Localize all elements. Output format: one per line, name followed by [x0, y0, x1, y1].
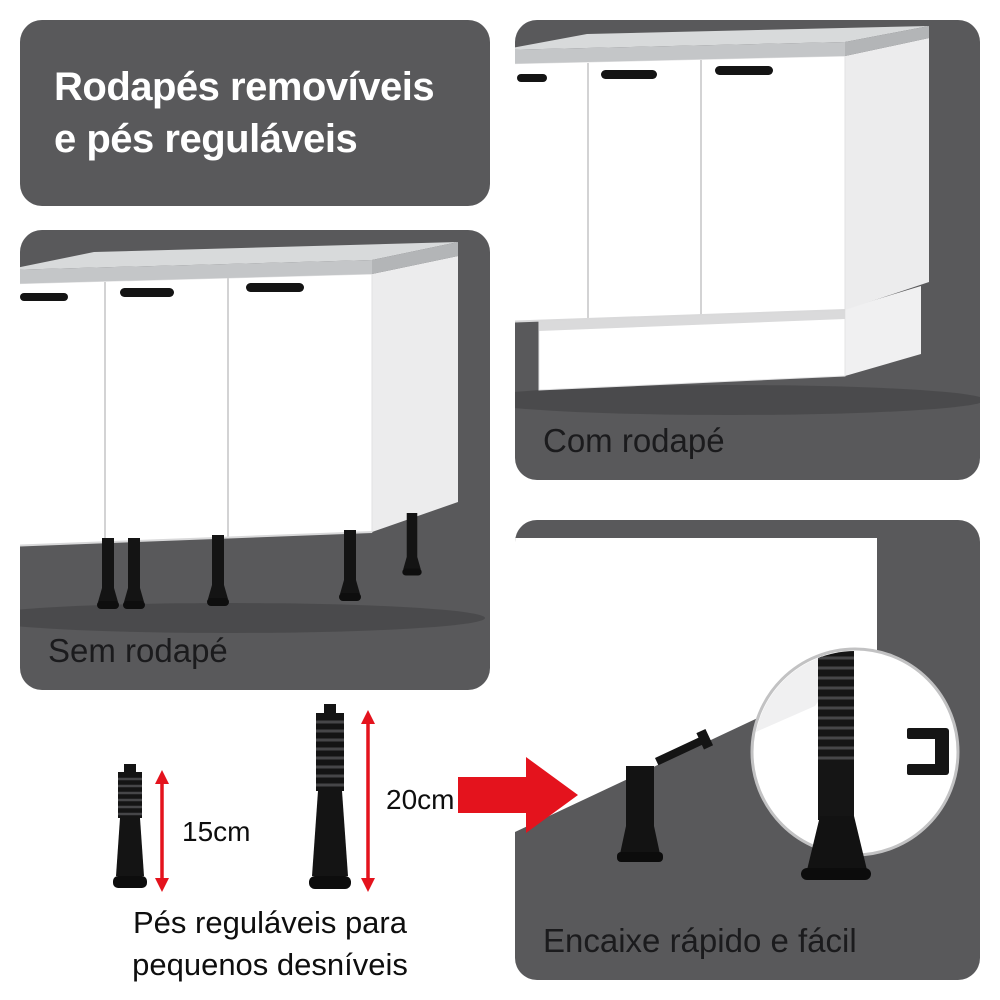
attached-foot: [617, 766, 663, 862]
zoomed-foot-cone: [801, 816, 871, 880]
cabinet-with-plinth-illustration: [515, 26, 980, 415]
panel-encaixe: Encaixe rápido e fácil: [515, 520, 980, 980]
adjustable-feet-diagram: [113, 704, 375, 892]
panel-encaixe-label: Encaixe rápido e fácil: [543, 922, 857, 959]
plinth-base: [538, 286, 921, 391]
quick-fit-clip-icon: [907, 728, 949, 775]
title-line-2: e pés reguláveis: [54, 117, 358, 161]
feet-caption-line-1: Pés reguláveis para: [133, 905, 407, 940]
feet-caption-line-2: pequenos desníveis: [132, 947, 408, 982]
cabinet-body: [20, 256, 458, 547]
direction-arrow-icon: [458, 757, 578, 833]
title-banner: Rodapés removíveis e pés reguláveis: [20, 20, 490, 206]
cabinet-body: [515, 38, 929, 323]
feet-caption: Pés reguláveis para pequenos desníveis: [80, 902, 460, 986]
cabinet-without-plinth-illustration: [20, 242, 485, 633]
mounting-bracket: [655, 728, 714, 766]
countertop: [20, 242, 458, 284]
panel-com-rodape: Com rodapé: [515, 20, 980, 480]
adjustable-foot-20cm-icon: [309, 704, 351, 889]
title-line-1: Rodapés removíveis: [54, 65, 435, 109]
measurement-20cm: 20cm: [386, 784, 455, 815]
cabinet-legs: [97, 513, 422, 609]
door-handles: [517, 66, 773, 82]
panel-com-rodape-label: Com rodapé: [543, 422, 725, 459]
panel-sem-rodape-label: Sem rodapé: [48, 632, 228, 669]
adjustable-foot-15cm-icon: [113, 764, 147, 888]
zoomed-foot-shaft: [818, 651, 854, 820]
measurement-15cm: 15cm: [182, 816, 251, 847]
measure-arrow-20cm-icon: [361, 710, 375, 892]
thread-ribs: [818, 656, 854, 760]
floor-shadow: [515, 385, 980, 415]
door-handles: [20, 283, 304, 301]
panel-sem-rodape: Sem rodapé: [20, 230, 490, 690]
countertop: [515, 26, 929, 64]
zoom-circle: [750, 647, 960, 880]
foot-attachment-illustration: [515, 538, 960, 880]
floor-shadow: [20, 603, 485, 633]
cabinet-underside-panel: [515, 538, 877, 832]
measure-arrow-15cm-icon: [155, 770, 169, 892]
